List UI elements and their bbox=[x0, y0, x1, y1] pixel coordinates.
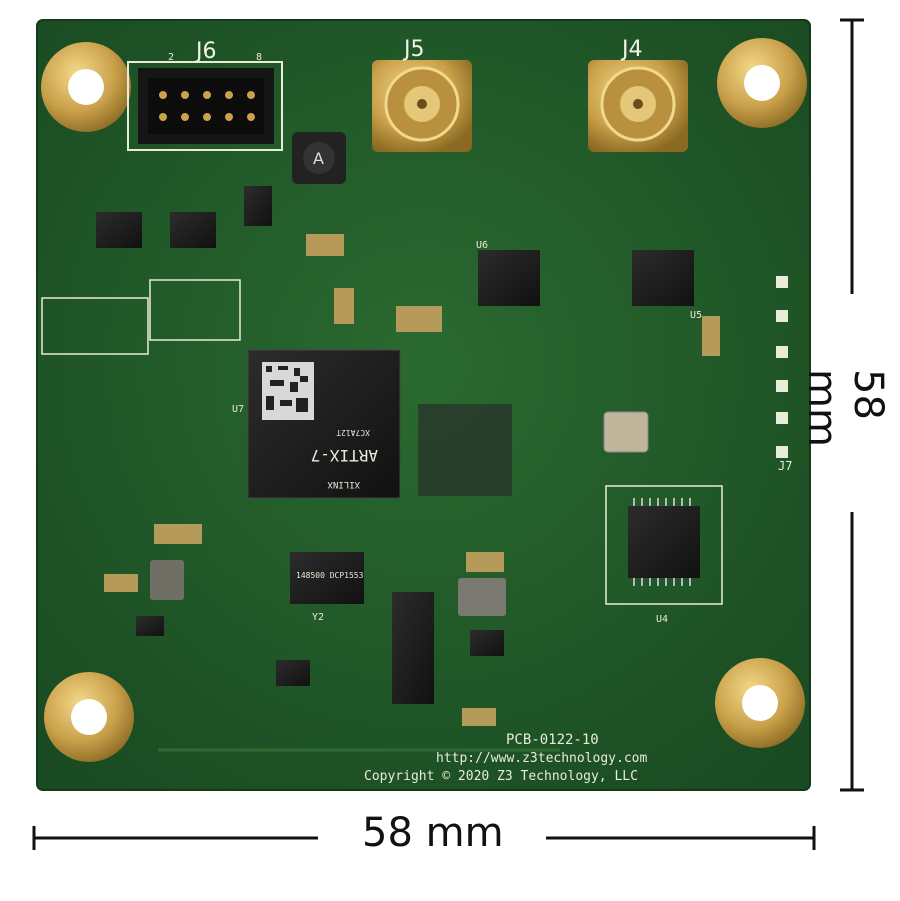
u5-ref: U5 bbox=[690, 310, 702, 321]
cap-c87 bbox=[466, 552, 504, 572]
svg-text:A: A bbox=[313, 149, 324, 168]
cap-c79 bbox=[306, 234, 344, 256]
chip-u10 bbox=[136, 616, 164, 636]
chip-u12 bbox=[170, 212, 216, 248]
silk-tp-box bbox=[149, 279, 241, 341]
fpga-chip bbox=[247, 349, 401, 499]
fpga-part: XC7A12T bbox=[336, 428, 370, 437]
cap-c51 bbox=[154, 524, 202, 544]
j6-header bbox=[127, 61, 283, 151]
fpga-family: ARTIX-7 bbox=[311, 446, 378, 465]
chip-u11 bbox=[470, 630, 504, 656]
fpga-brand: XILINX bbox=[327, 479, 360, 489]
oscillator-y2 bbox=[290, 552, 364, 604]
chip-u8 bbox=[96, 212, 142, 248]
chip-u1 bbox=[276, 660, 310, 686]
silk-resistor-box bbox=[41, 297, 149, 355]
width-dimension-label: 58 mm bbox=[362, 810, 504, 856]
inductor-l9: A bbox=[292, 132, 346, 184]
cap-c77 bbox=[396, 306, 442, 332]
header-pin-2: 2 bbox=[168, 52, 174, 63]
j7-pads bbox=[776, 276, 788, 458]
pcb-number: PCB-0122-10 bbox=[506, 732, 599, 748]
j5-sma-connector bbox=[372, 60, 472, 152]
horizontal-dimension-line bbox=[32, 826, 816, 850]
height-dimension-label: 58 mm bbox=[799, 369, 891, 447]
mounting-hole-tl bbox=[41, 42, 131, 132]
cap-l4 bbox=[702, 316, 720, 356]
inductor-l10 bbox=[150, 560, 184, 600]
chip-u5 bbox=[632, 250, 694, 306]
inductor-l11 bbox=[458, 578, 506, 616]
mounting-hole-bl bbox=[44, 672, 134, 762]
j4-sma-connector bbox=[588, 60, 688, 152]
fpga-ref: U7 bbox=[232, 404, 244, 415]
cap-c86 bbox=[462, 708, 496, 726]
label-j5: J5 bbox=[402, 37, 425, 62]
y2-ref: Y2 bbox=[312, 612, 324, 623]
vertical-dimension-line bbox=[840, 18, 864, 792]
header-pin-8: 8 bbox=[256, 52, 262, 63]
label-j6: J6 bbox=[194, 39, 217, 64]
mounting-hole-br bbox=[715, 658, 805, 748]
chip-u6 bbox=[478, 250, 540, 306]
mounting-hole-tr bbox=[717, 38, 807, 128]
pcb-copyright: Copyright © 2020 Z3 Technology, LLC bbox=[364, 769, 638, 784]
chip-u3 bbox=[392, 592, 434, 704]
mcu-ref: U4 bbox=[656, 614, 668, 625]
chip-u9 bbox=[244, 186, 272, 226]
label-j7: J7 bbox=[778, 459, 792, 473]
mcu-chip bbox=[605, 485, 723, 605]
pcb-url: http://www.z3technology.com bbox=[436, 751, 647, 766]
label-j4: J4 bbox=[620, 37, 643, 62]
osc-marking: 148500 DCP1553 bbox=[296, 571, 364, 580]
cap-c59 bbox=[334, 288, 354, 324]
u6-ref: U6 bbox=[476, 240, 488, 251]
crystal-y1 bbox=[603, 411, 649, 453]
cap-c82 bbox=[104, 574, 138, 592]
cap-block-1 bbox=[418, 404, 512, 496]
